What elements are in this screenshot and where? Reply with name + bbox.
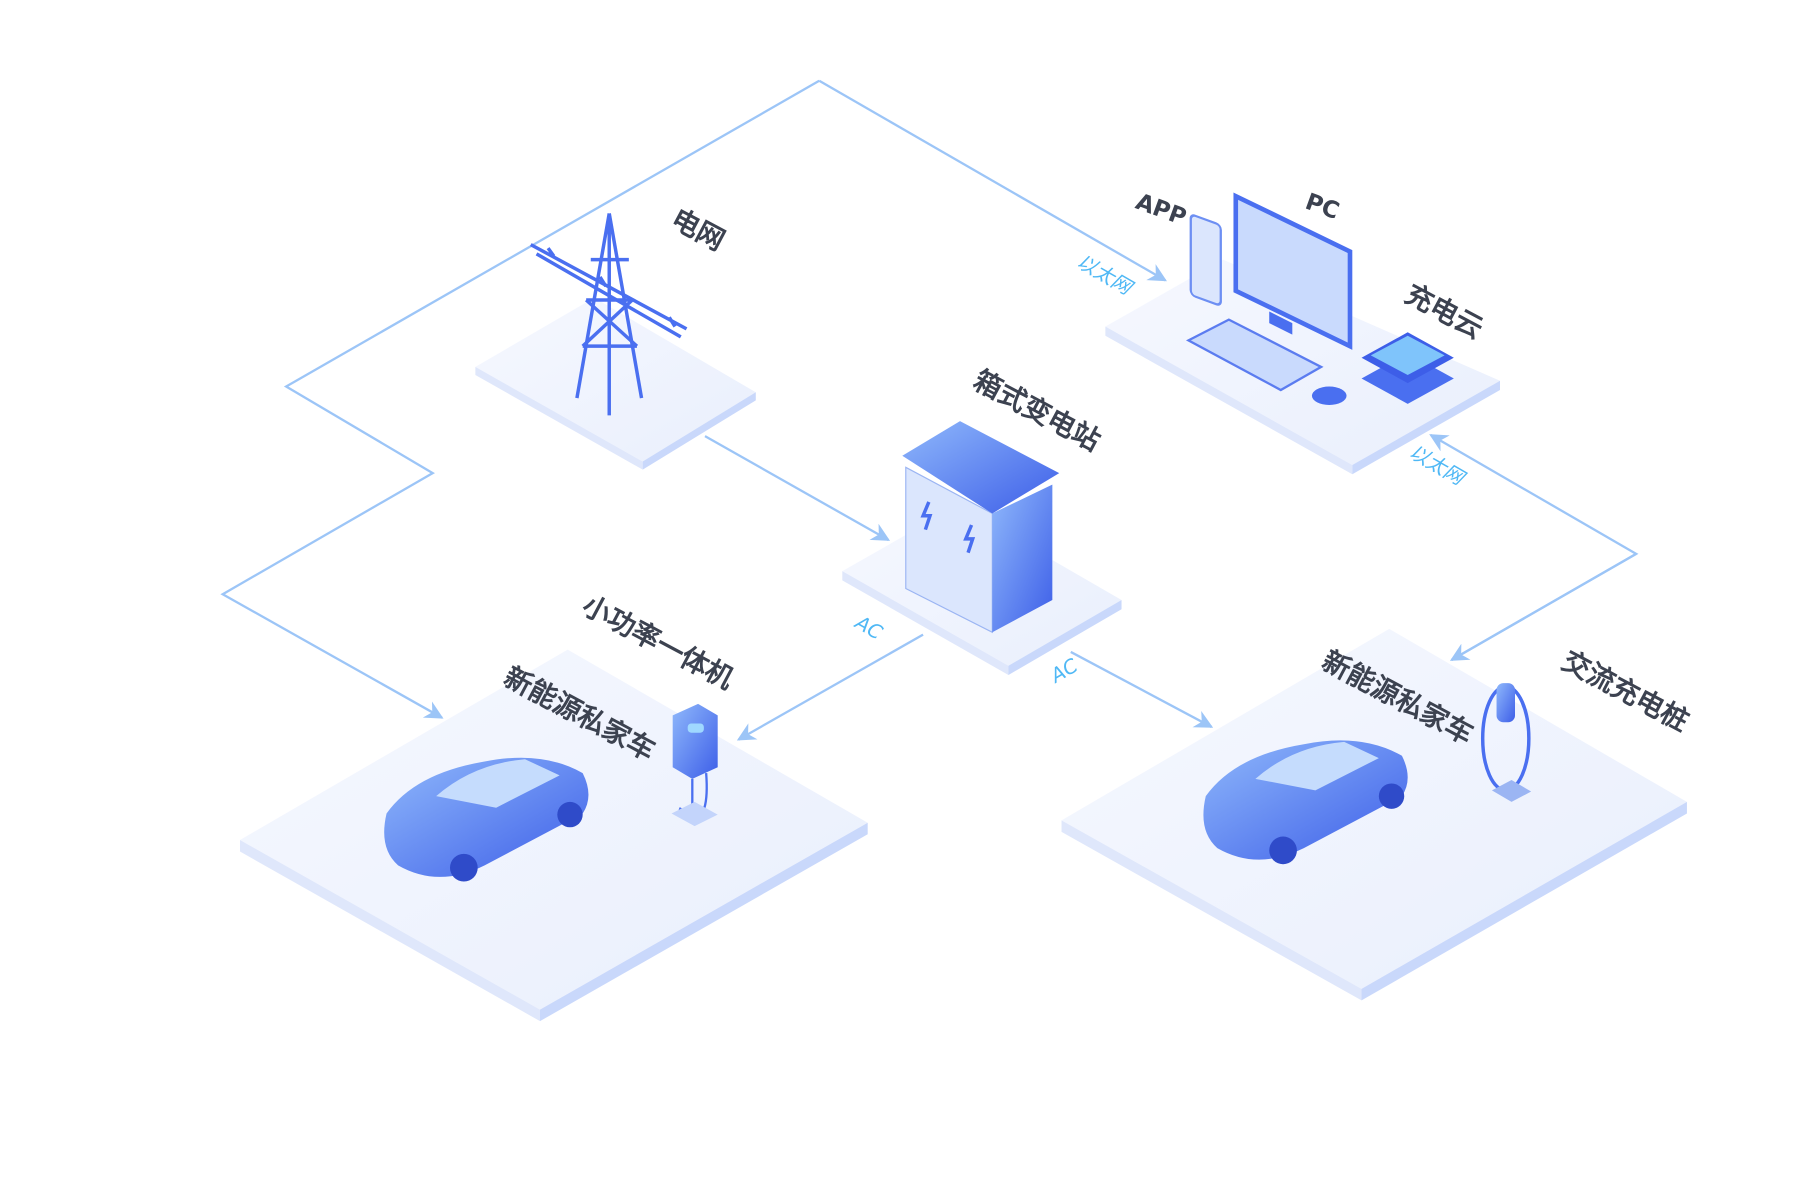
car-right-icon [1203,740,1408,865]
line-substation-to-charger [736,633,924,741]
line-grid-to-substation [704,435,891,542]
phone-icon [1189,214,1222,306]
car-left-icon [384,757,589,882]
tag-ac-left: AC [850,610,887,645]
connection-lines [220,79,1639,741]
label-pc: PC [1302,189,1343,225]
keyboard-icon [1185,318,1324,392]
power-tower-icon [529,213,688,416]
tag-ac-right: AC [1045,654,1082,689]
platform-grid [475,297,756,470]
ac-pile-icon [1480,683,1532,802]
small-charger-icon [671,703,718,827]
mouse-icon [1311,386,1347,405]
label-grid: 电网 [666,202,730,257]
label-cloud: 充电云 [1400,277,1489,345]
label-ac-pile: 交流充电桩 [1557,644,1695,738]
substation-icon [902,421,1060,634]
monitor-icon [1233,192,1353,350]
tag-ethernet-right: 以太网 [1405,440,1470,491]
line-grid-to-app [818,79,1167,282]
label-app: APP [1132,189,1189,231]
line-substation-to-right-car [1070,650,1214,728]
line-grid-to-left-car [220,79,820,719]
